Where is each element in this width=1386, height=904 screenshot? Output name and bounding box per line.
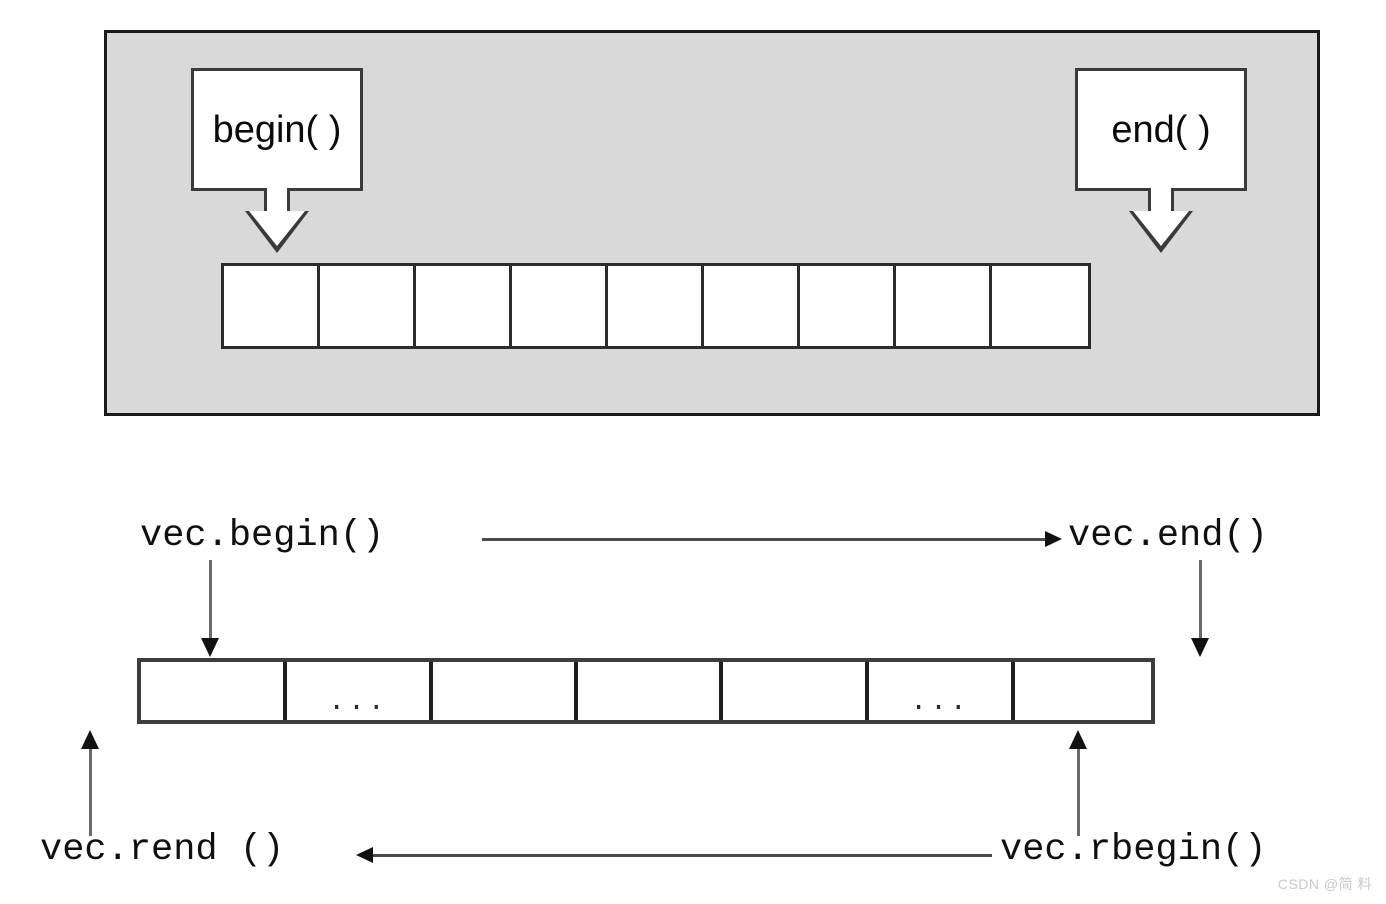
array-cell xyxy=(224,266,320,346)
top-array-strip xyxy=(221,263,1091,349)
callout-box-end: end( ) xyxy=(1075,68,1247,191)
label-vec-rend: vec.rend () xyxy=(40,829,285,871)
array-cell xyxy=(416,266,512,346)
connector-rbegin-up-line xyxy=(1077,748,1080,836)
connector-begin-down-arrowhead-icon xyxy=(201,638,219,657)
connector-begin-down-line xyxy=(209,560,212,644)
connector-begin-to-end-arrowhead-icon xyxy=(1045,531,1062,547)
top-diagram-panel: begin( ) end( ) xyxy=(104,30,1320,416)
arrow-shaft xyxy=(1148,188,1174,214)
array-cell xyxy=(608,266,704,346)
bottom-array-strip: ... ... xyxy=(137,658,1155,724)
array-cell xyxy=(1015,662,1151,720)
connector-rbegin-to-rend-line xyxy=(372,854,992,857)
array-cell-ellipsis: ... xyxy=(287,662,433,720)
connector-rend-up-line xyxy=(89,748,92,836)
arrow-shaft xyxy=(264,188,290,214)
label-vec-rbegin: vec.rbegin() xyxy=(1000,829,1267,871)
array-cell xyxy=(320,266,416,346)
array-cell xyxy=(704,266,800,346)
label-vec-end: vec.end() xyxy=(1068,515,1268,557)
array-cell xyxy=(433,662,578,720)
connector-rbegin-up-arrowhead-icon xyxy=(1069,730,1087,749)
callout-box-begin: begin( ) xyxy=(191,68,363,191)
connector-end-down-arrowhead-icon xyxy=(1191,638,1209,657)
csdn-watermark: CSDN @简 料 xyxy=(1277,876,1372,892)
array-cell xyxy=(800,266,896,346)
connector-begin-to-end-line xyxy=(482,538,1047,541)
callout-label-begin: begin( ) xyxy=(212,108,342,151)
connector-rbegin-to-rend-arrowhead-icon xyxy=(356,847,373,863)
arrow-head-fill xyxy=(1133,211,1189,246)
array-cell-ellipsis: ... xyxy=(869,662,1015,720)
connector-rend-up-arrowhead-icon xyxy=(81,730,99,749)
callout-label-end: end( ) xyxy=(1111,108,1211,151)
bottom-diagram: vec.begin() vec.end() vec.rend () vec.rb… xyxy=(0,430,1386,904)
label-vec-begin: vec.begin() xyxy=(140,515,385,557)
array-cell xyxy=(141,662,287,720)
array-cell xyxy=(578,662,723,720)
connector-end-down-line xyxy=(1199,560,1202,644)
array-cell xyxy=(723,662,869,720)
end-down-arrow-icon xyxy=(1129,188,1193,258)
begin-down-arrow-icon xyxy=(245,188,309,258)
array-cell xyxy=(896,266,992,346)
array-cell xyxy=(512,266,608,346)
array-cell xyxy=(992,266,1088,346)
arrow-head-fill xyxy=(249,211,305,246)
